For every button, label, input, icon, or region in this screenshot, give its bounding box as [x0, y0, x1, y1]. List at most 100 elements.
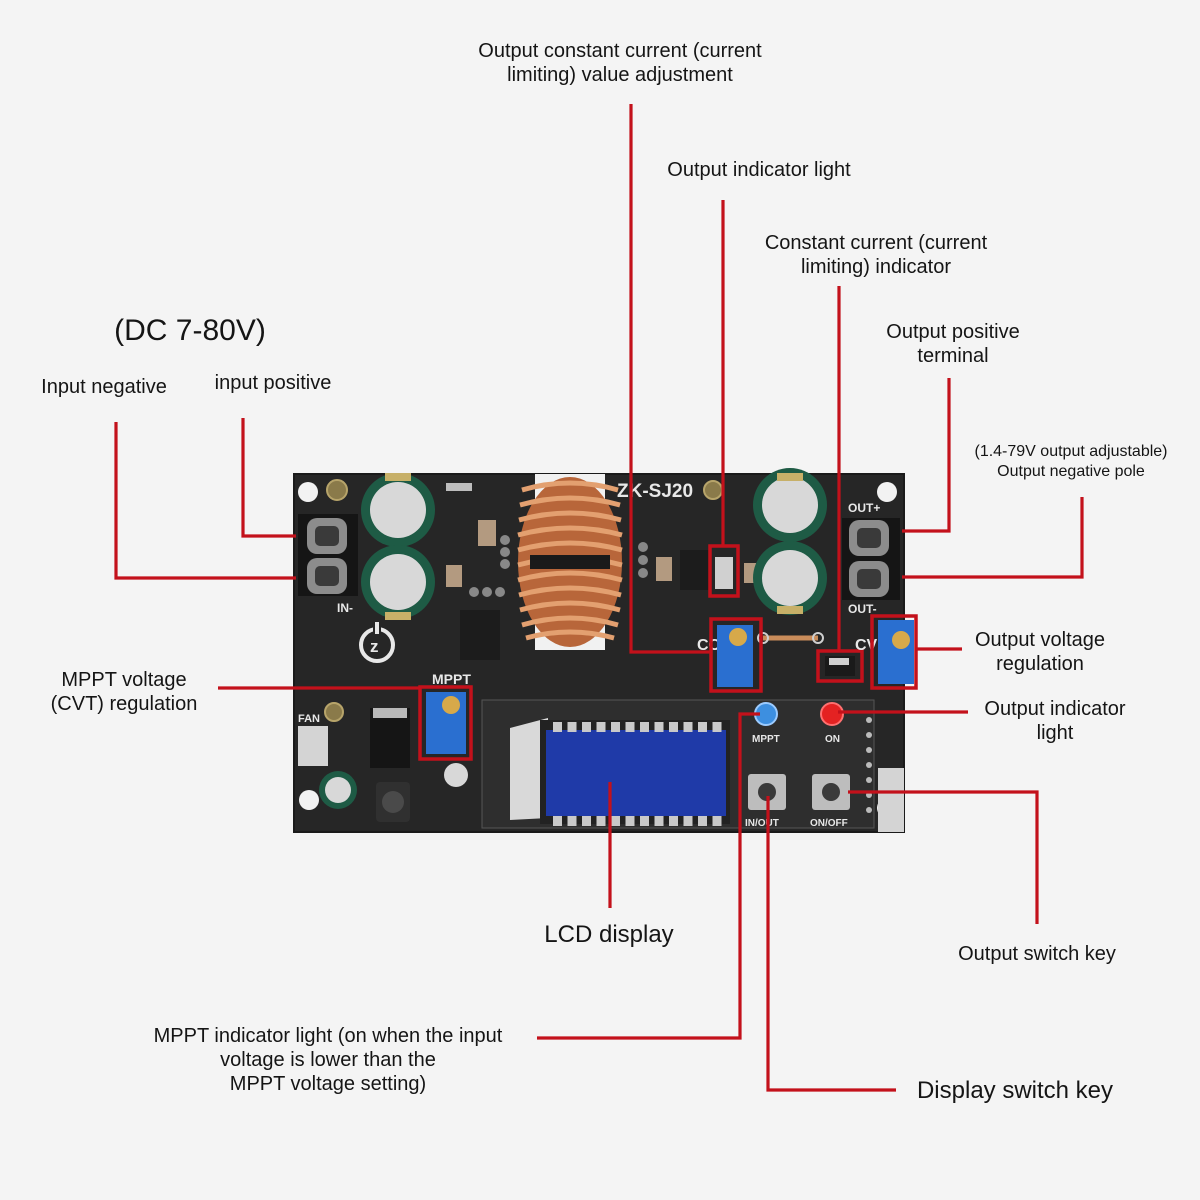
label-line: (CVT) regulation — [50, 693, 198, 715]
label-line: Output switch key — [958, 943, 1116, 965]
lcd-pin — [698, 722, 707, 732]
fan-connector — [298, 726, 328, 766]
highlight-box — [418, 685, 473, 761]
lcd-pin — [712, 722, 722, 732]
lcd-pin — [669, 722, 678, 732]
mppt-trim-screw[interactable] — [442, 696, 460, 714]
highlight-box — [816, 649, 864, 683]
label-line: Output constant current (current — [478, 40, 762, 62]
screw — [326, 479, 348, 501]
label-line: Constant current (current — [764, 232, 988, 254]
lcd-pin — [654, 816, 664, 826]
lcd-pin — [567, 722, 577, 732]
silk-cv: CV — [855, 637, 878, 654]
label-line: MPPT indicator light (on when the input — [153, 1025, 503, 1047]
label-line: (DC 7-80V) — [114, 314, 266, 347]
label-mppt-voltage: MPPT voltage (CVT) regulation — [36, 668, 212, 716]
lcd-pin — [625, 816, 635, 826]
label-output-indicator-top: Output indicator light — [640, 158, 878, 182]
label-line: MPPT voltage — [61, 669, 187, 691]
lcd-pin — [567, 816, 577, 826]
brand-logo-icon: z — [359, 622, 395, 663]
label-output-indicator-right: Output indicator light — [968, 697, 1142, 745]
label-output-negative: (1.4-79V output adjustable) Output negat… — [950, 442, 1192, 482]
mounting-hole — [299, 790, 319, 810]
label-output-switch-key: Output switch key — [940, 942, 1134, 966]
input-terminal-block — [298, 514, 358, 596]
screw — [703, 480, 723, 500]
label-line: input positive — [214, 372, 332, 394]
lcd-pin — [553, 722, 562, 732]
lcd-pin — [596, 816, 606, 826]
output-indicator-led-top — [715, 557, 733, 589]
label-line: Output voltage — [974, 629, 1106, 651]
label-line: Display switch key — [916, 1077, 1114, 1104]
label-cc-adjustment: Output constant current (current limitin… — [440, 39, 800, 87]
smd-capacitor — [446, 565, 462, 587]
cv-trim-screw[interactable] — [892, 631, 910, 649]
output-switch-key[interactable] — [812, 774, 850, 810]
lcd-pin — [582, 722, 591, 732]
lcd-pin — [625, 722, 635, 732]
screw — [324, 702, 344, 722]
lcd-pin — [596, 722, 606, 732]
mppt-indicator-led — [754, 702, 778, 726]
display-switch-key[interactable] — [748, 774, 786, 810]
lcd-pin — [553, 816, 562, 826]
label-line: voltage is lower than the — [220, 1049, 436, 1071]
lcd-pin — [669, 816, 678, 826]
highlight-box — [709, 617, 763, 693]
output-terminal-block — [842, 518, 900, 600]
label-line: Output positive — [886, 321, 1020, 343]
lcd-pin — [712, 816, 722, 826]
label-line: Input negative — [41, 376, 167, 398]
smd-part — [446, 483, 472, 491]
smd-capacitor — [478, 520, 496, 546]
output-capacitors — [753, 468, 827, 615]
label-line: limiting) indicator — [800, 256, 952, 278]
label-input-positive: input positive — [200, 371, 346, 395]
silk-key-onoff: ON/OFF — [810, 818, 848, 829]
input-capacitors — [361, 473, 435, 620]
silk-key-inout: IN/OUT — [745, 818, 779, 829]
silk-in-minus: IN- — [337, 601, 353, 615]
cc-trim-screw[interactable] — [729, 628, 747, 646]
label-line: Output indicator — [984, 698, 1126, 720]
cv-potentiometer[interactable] — [878, 620, 914, 684]
label-input-negative: Input negative — [28, 375, 180, 399]
silk-fan: FAN — [298, 713, 320, 725]
label-display-switch-key: Display switch key — [904, 1077, 1126, 1105]
silk-led-on: ON — [825, 734, 840, 745]
side-connector — [878, 768, 904, 832]
lcd-pin — [683, 722, 693, 732]
label-line: light — [1036, 722, 1074, 744]
lcd-pin — [582, 816, 591, 826]
silk-out-minus: OUT- — [848, 602, 877, 616]
toroid-inductor — [517, 474, 623, 650]
lcd-pin — [640, 722, 649, 732]
svg-text:z: z — [370, 637, 379, 656]
label-line: terminal — [917, 345, 989, 367]
lcd-pin — [611, 722, 620, 732]
label-line: LCD display — [544, 921, 674, 948]
mounting-hole — [298, 482, 318, 502]
label-cc-indicator: Constant current (current limiting) indi… — [740, 231, 1012, 279]
silk-model-name: ZK-SJ20 — [617, 481, 693, 502]
highlight-box — [870, 614, 918, 690]
on-indicator-led — [820, 702, 844, 726]
label-line: regulation — [996, 653, 1084, 675]
lcd-pin — [640, 816, 649, 826]
label-mppt-indicator: MPPT indicator light (on when the input … — [124, 1024, 532, 1096]
label-line: (1.4-79V output adjustable) — [974, 443, 1168, 460]
mounting-hole — [877, 482, 897, 502]
lcd-pin — [611, 816, 620, 826]
lcd-pin — [698, 816, 707, 826]
label-line: MPPT voltage setting) — [229, 1073, 427, 1095]
label-output-voltage: Output voltage regulation — [960, 628, 1120, 676]
label-output-positive: Output positive terminal — [860, 320, 1046, 368]
label-line: limiting) value adjustment — [507, 64, 733, 86]
mosfet — [460, 610, 500, 660]
lcd-pin — [683, 816, 693, 826]
ic — [680, 550, 710, 590]
